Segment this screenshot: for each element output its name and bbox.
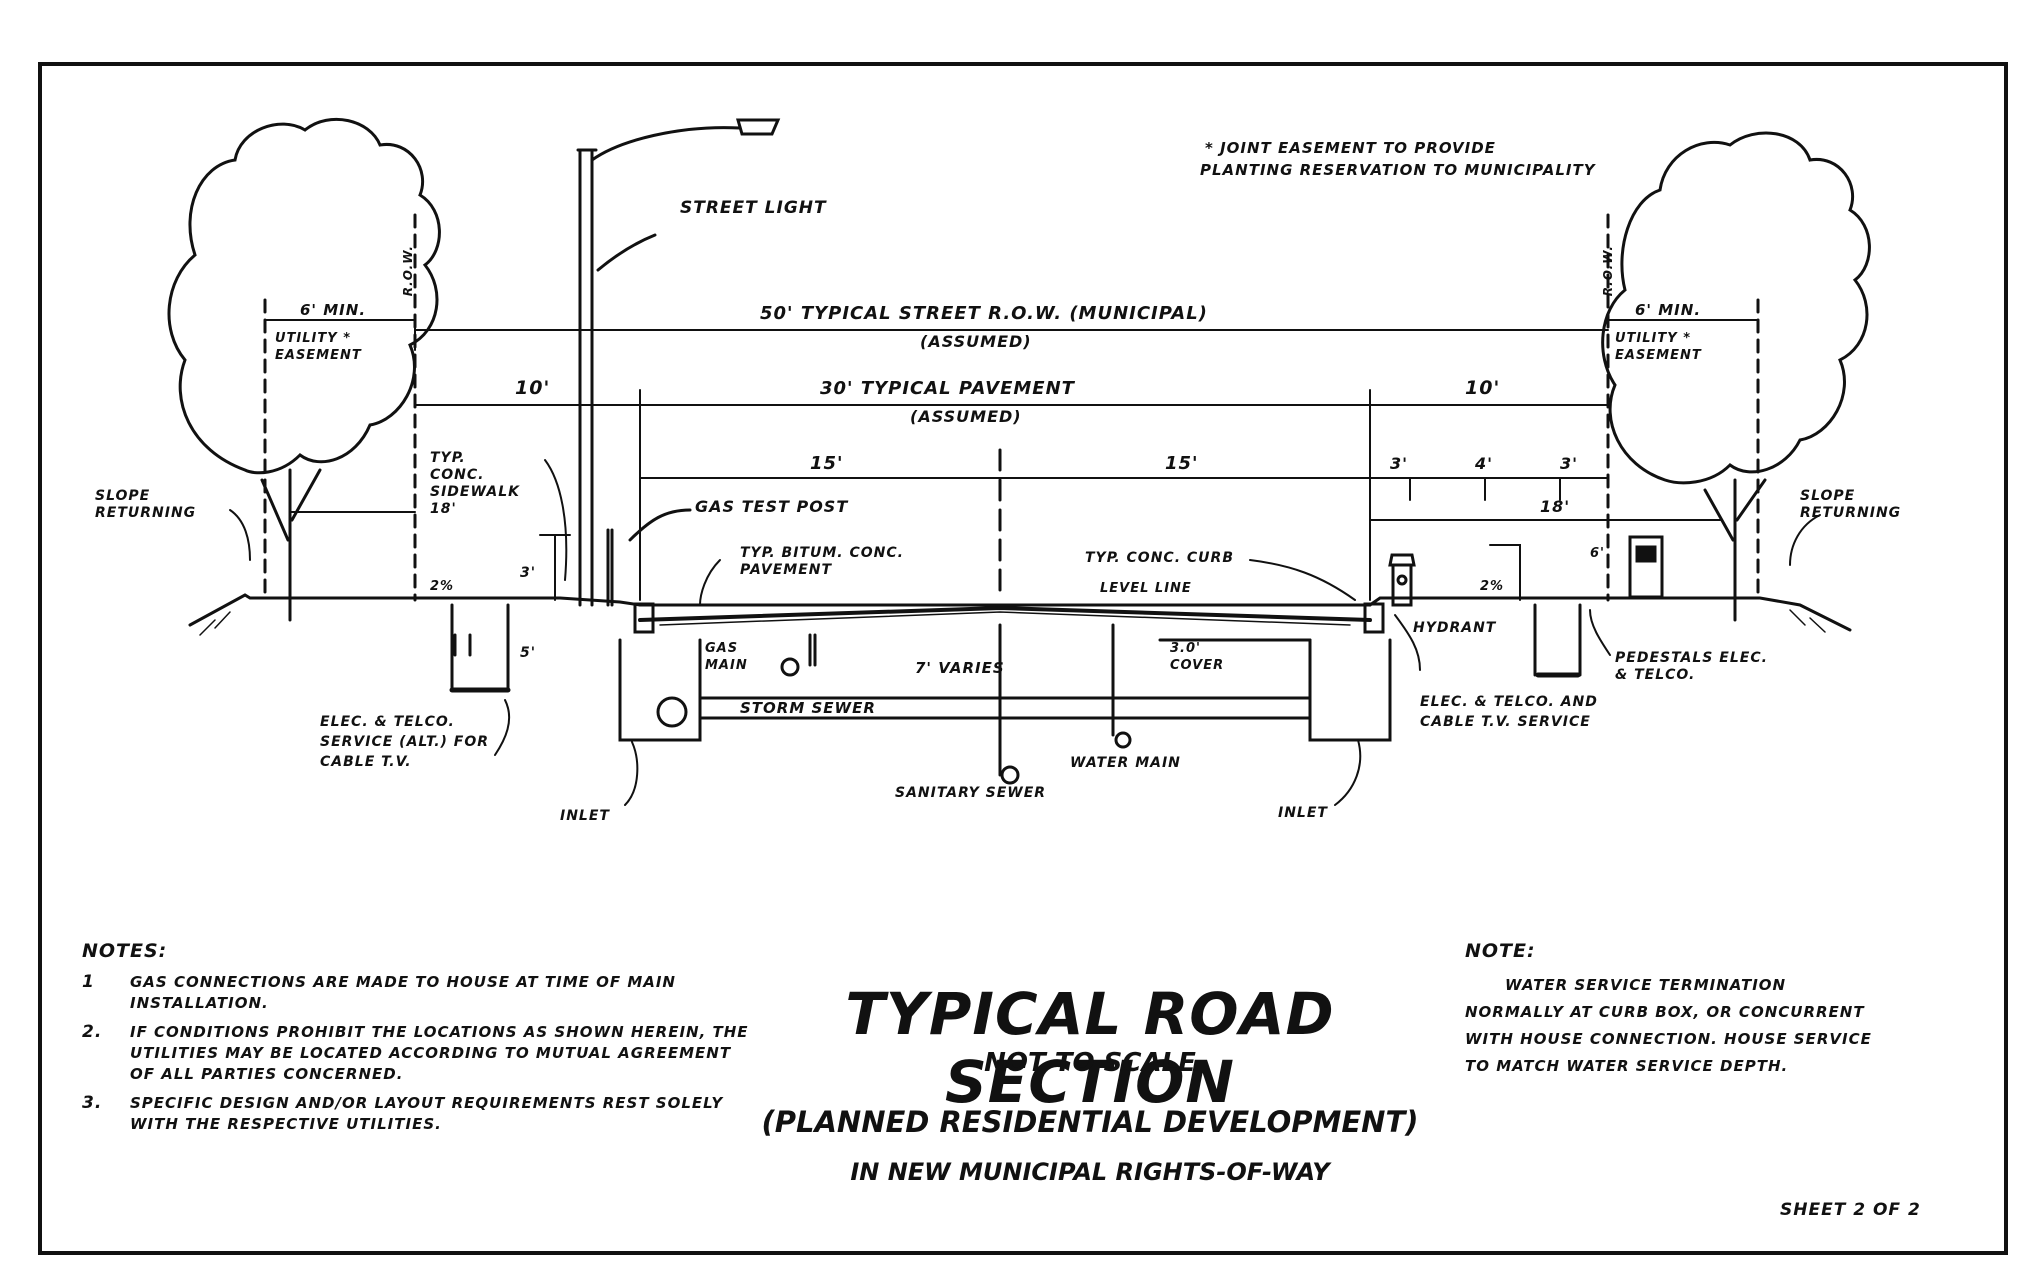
assumed-label-1: (ASSUMED) (920, 332, 1032, 351)
varies-label: 7' VARIES (915, 659, 1005, 677)
note-text: IF CONDITIONS PROHIBIT THE LOCATIONS AS … (130, 1023, 749, 1083)
right-elec-trench (1533, 603, 1582, 678)
row-label-left: R.O.W. (401, 245, 415, 297)
sanitary-sewer-label: SANITARY SEWER (895, 785, 1047, 801)
storm-sewer-label: STORM SEWER (740, 699, 876, 717)
note-text: SPECIFIC DESIGN AND/OR LAYOUT REQUIREMEN… (130, 1094, 724, 1133)
row-label-right: R.O.W. (1601, 245, 1615, 297)
notes-block: NOTES: 1 GAS CONNECTIONS ARE MADE TO HOU… (82, 940, 762, 1143)
left-curb (633, 602, 655, 634)
joint-easement-note-1: * JOINT EASEMENT TO PROVIDE (1205, 139, 1496, 157)
pavement-label: 30' TYPICAL PAVEMENT (820, 378, 1075, 399)
water-main-pipe (1114, 731, 1132, 749)
notes-heading: NOTES: (82, 940, 168, 962)
dimension-lines (264, 319, 1759, 601)
note-item: 1 GAS CONNECTIONS ARE MADE TO HOUSE AT T… (82, 972, 762, 1014)
note-item: 2. IF CONDITIONS PROHIBIT THE LOCATIONS … (82, 1022, 762, 1085)
left-tree (167, 117, 441, 622)
joint-easement-note-2: PLANTING RESERVATION TO MUNICIPALITY (1200, 161, 1596, 179)
right-inlet-box (1308, 638, 1392, 742)
street-row-label: 50' TYPICAL STREET R.O.W. (MUNICIPAL) (760, 303, 1208, 324)
elec-right-label: ELEC. & TELCO. AND CABLE T.V. SERVICE (1420, 694, 1598, 730)
scale-note: NOT TO SCALE (984, 1048, 1196, 1078)
slope-left-label: SLOPE RETURNING (95, 488, 197, 521)
dim-3-b: 3' (1560, 454, 1579, 473)
utility-easement-right: UTILITY * EASEMENT (1615, 331, 1702, 363)
min-right-label: 6' MIN. (1635, 301, 1702, 319)
level-line-label: LEVEL LINE (1100, 581, 1192, 596)
inlet-left-label: INLET (560, 808, 610, 824)
note-number: 3. (82, 1093, 103, 1113)
drawing-location: IN NEW MUNICIPAL RIGHTS-OF-WAY (850, 1158, 1330, 1186)
gas-main-label: GAS MAIN (705, 641, 748, 673)
utility-easement-left: UTILITY * EASEMENT (275, 331, 362, 363)
hydrant (1388, 553, 1416, 607)
right-curb (1363, 602, 1385, 634)
sheet-number: SHEET 2 OF 2 (1780, 1200, 1921, 1220)
elec-left-label: ELEC. & TELCO. SERVICE (ALT.) FOR CABLE … (320, 714, 490, 770)
gas-test-post (606, 528, 614, 607)
water-note-heading: NOTE: (1465, 940, 1536, 962)
sidewalk-label: TYP. CONC. SIDEWALK 18' (430, 450, 521, 517)
left-inlet-box (618, 638, 702, 742)
assumed-label-2: (ASSUMED) (910, 407, 1022, 426)
dim-5-vertical: 5' (520, 645, 537, 661)
dim-10-right: 10' (1465, 377, 1501, 399)
storm-sewer-pipe (656, 696, 688, 728)
dim-6-right: 6' (1590, 546, 1606, 561)
pct-right: 2% (1480, 579, 1505, 594)
cover-label: 3.0' COVER (1170, 641, 1225, 673)
street-light-label: STREET LIGHT (680, 198, 827, 218)
pct-left: 2% (430, 579, 455, 594)
slope-right-label: SLOPE RETURNING (1800, 488, 1902, 521)
dim-3-vertical: 3' (520, 565, 537, 581)
left-elec-trench (449, 603, 511, 693)
dim-4: 4' (1475, 454, 1494, 473)
hydrant-label: HYDRANT (1413, 620, 1497, 636)
drawing-subtitle: (PLANNED RESIDENTIAL DEVELOPMENT) (761, 1105, 1419, 1139)
storm-sewer-line (698, 696, 1312, 720)
bitum-label: TYP. BITUM. CONC. PAVEMENT (740, 545, 904, 578)
street-light (576, 118, 781, 607)
drawing-title: TYPICAL ROAD SECTION (845, 980, 1335, 1116)
curb-label: TYP. CONC. CURB (1085, 550, 1234, 566)
water-note-text: WATER SERVICE TERMINATION NORMALLY AT CU… (1465, 976, 1872, 1075)
note-number: 2. (82, 1022, 103, 1042)
water-service-note: NOTE: WATER SERVICE TERMINATION NORMALLY… (1465, 940, 1885, 1080)
dim-10-left: 10' (515, 377, 551, 399)
note-number: 1 (82, 972, 95, 992)
note-text: GAS CONNECTIONS ARE MADE TO HOUSE AT TIM… (130, 973, 676, 1012)
water-main-label: WATER MAIN (1070, 755, 1181, 771)
gas-test-post-label: GAS TEST POST (695, 497, 849, 516)
ground-profile (188, 593, 1852, 632)
min-left-label: 6' MIN. (300, 301, 367, 319)
pedestal (1628, 535, 1664, 599)
note-item: 3. SPECIFIC DESIGN AND/OR LAYOUT REQUIRE… (82, 1093, 762, 1135)
dim-18-right: 18' (1540, 497, 1571, 516)
dim-15-left: 15' (810, 453, 844, 474)
pedestals-label: PEDESTALS ELEC. & TELCO. (1615, 650, 1768, 683)
gas-main-pipe (780, 657, 800, 677)
sanitary-sewer-pipe (1000, 765, 1020, 785)
dim-15-right: 15' (1165, 453, 1199, 474)
right-tree (1601, 131, 1871, 622)
dim-3-a: 3' (1390, 454, 1409, 473)
inlet-right-label: INLET (1278, 805, 1328, 821)
drawing-sheet (38, 62, 2008, 1255)
